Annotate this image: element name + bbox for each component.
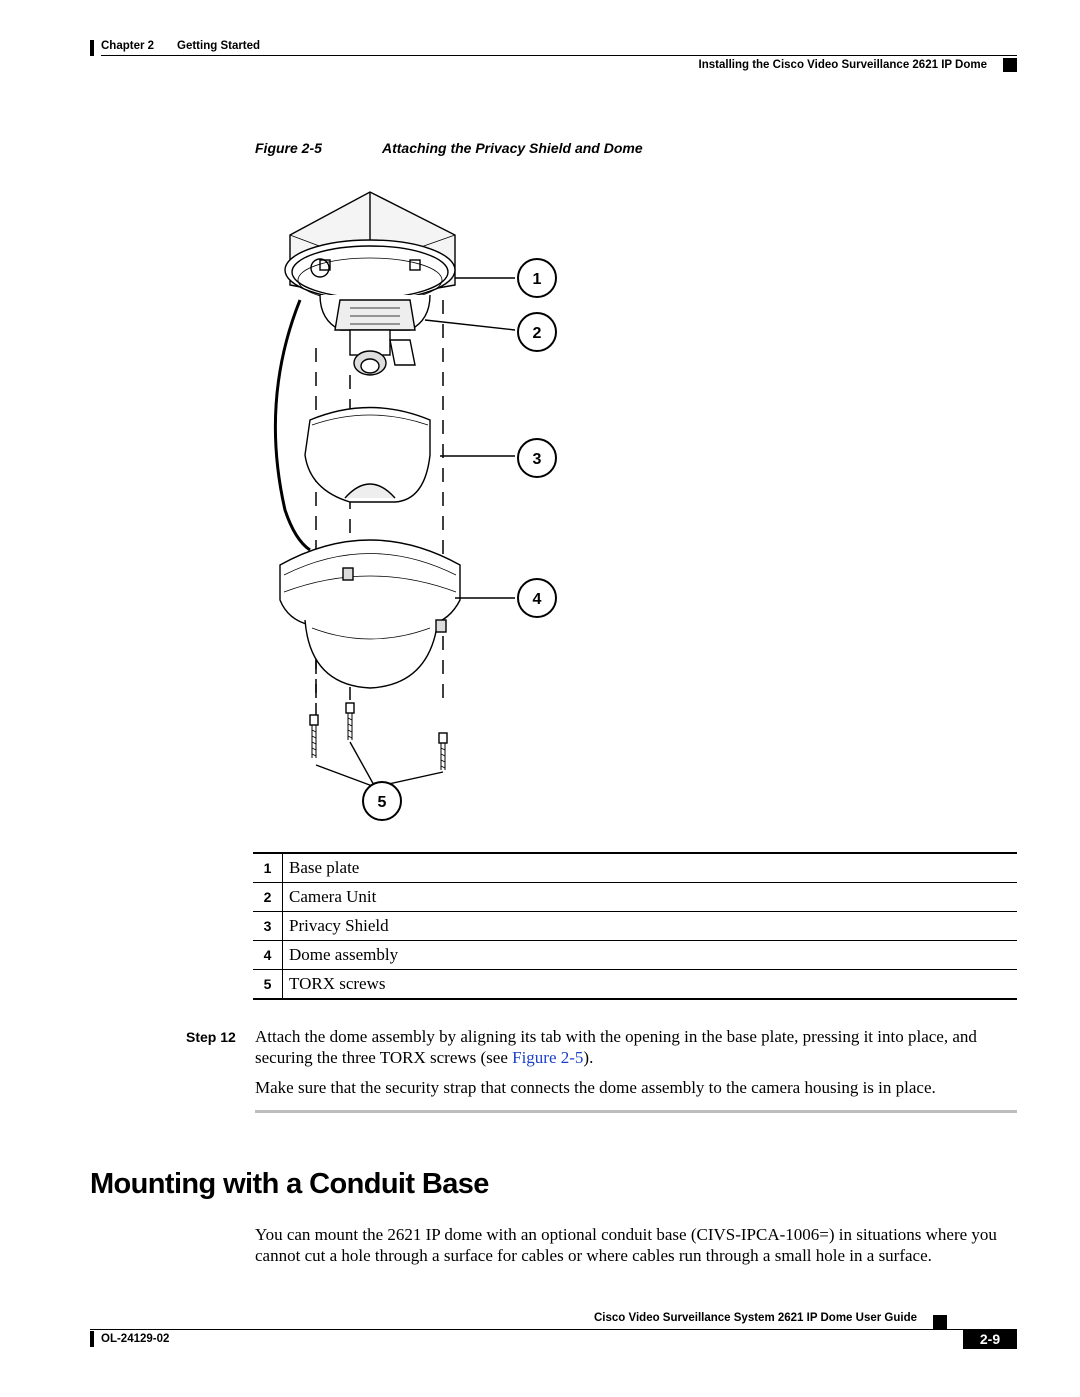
callout-number: 5 [253,970,283,998]
step-label: Step 12 [186,1029,236,1045]
callout-description: Base plate [289,858,360,877]
section-heading: Mounting with a Conduit Base [90,1168,489,1200]
callout-1-label: 1 [533,271,542,288]
callout-row: 5 TORX screws [253,970,1017,1000]
footer-rule [90,1329,1017,1330]
callout-row: 1 Base plate [253,854,1017,883]
callout-number: 1 [253,854,283,882]
callout-legend-table: 1 Base plate 2 Camera Unit 3 Privacy Shi… [253,852,1017,1000]
step-text-before-link: Attach the dome assembly by aligning its… [255,1027,977,1067]
callout-5-label: 5 [378,794,387,811]
callout-description: TORX screws [289,974,386,993]
footer-left-bar [90,1331,94,1347]
page-number-badge: 2-9 [963,1330,1017,1349]
header-right-block [1003,58,1017,72]
step-note: Make sure that the security strap that c… [255,1078,936,1097]
step-text: Attach the dome assembly by aligning its… [255,1026,1020,1068]
step-text-after-link: ). [583,1048,594,1067]
header-section-title: Installing the Cisco Video Surveillance … [698,59,987,71]
figure-cross-reference-link[interactable]: Figure 2-5 [512,1048,584,1067]
callout-row: 4 Dome assembly [253,941,1017,970]
header-chapter: Chapter 2 [101,40,155,52]
callout-row: 2 Camera Unit [253,883,1017,912]
header-chapter-title: Getting Started [177,40,261,52]
footer-doc-number: OL-24129-02 [101,1333,170,1345]
footer-right-block [933,1315,947,1329]
callout-2-label: 2 [533,325,542,342]
callout-number: 4 [253,941,283,969]
figure-label: Figure 2-5 [255,140,322,156]
dome-camera-illustration: 1 2 3 4 5 [273,191,557,821]
callout-description: Camera Unit [289,887,377,906]
header-rule [101,55,1017,56]
callout-row: 3 Privacy Shield [253,912,1017,941]
callout-3-label: 3 [533,451,542,468]
callout-description: Dome assembly [289,945,399,964]
callout-number: 2 [253,883,283,911]
section-body: You can mount the 2621 IP dome with an o… [255,1225,997,1265]
procedure-end-rule [255,1110,1017,1113]
callout-description: Privacy Shield [289,916,389,935]
callout-number: 3 [253,912,283,940]
callout-4-label: 4 [533,591,542,608]
footer-guide-title: Cisco Video Surveillance System 2621 IP … [594,1312,917,1324]
header-left-bar [90,40,94,56]
figure-title: Attaching the Privacy Shield and Dome [382,140,643,156]
